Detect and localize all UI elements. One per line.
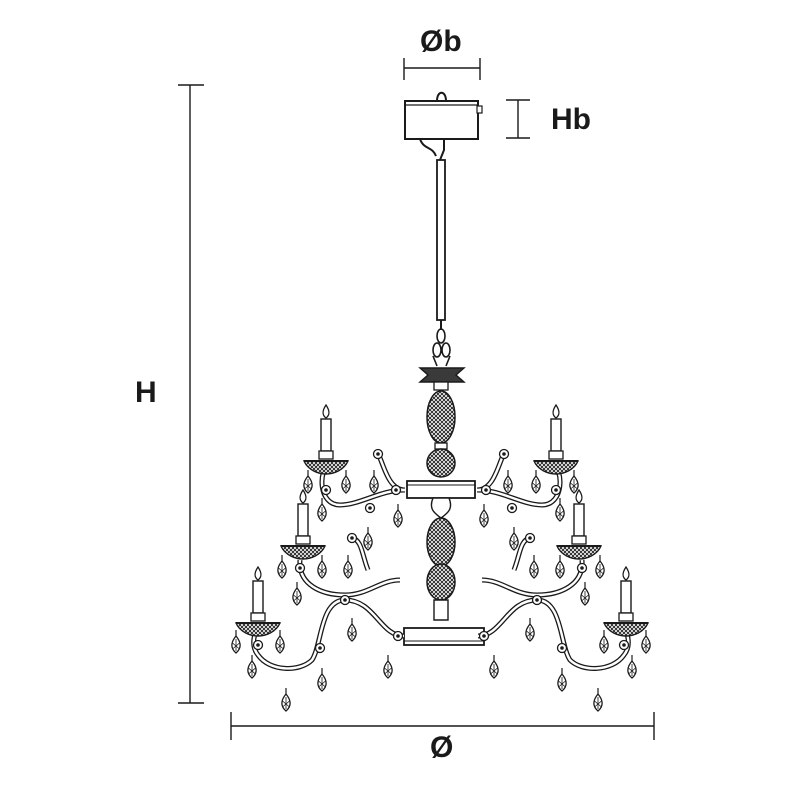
canopy-height-label: Hb bbox=[551, 103, 591, 136]
central-column bbox=[403, 367, 485, 646]
ceiling-canopy bbox=[404, 91, 483, 161]
diameter-label: Ø bbox=[430, 731, 454, 764]
dimension-lines bbox=[178, 58, 655, 740]
canopy-diameter-label: Øb bbox=[420, 25, 462, 58]
arms-upper-tier-inner bbox=[320, 457, 562, 507]
suspension-rod bbox=[432, 159, 451, 367]
arms-lower-tier-inner bbox=[252, 598, 630, 670]
total-height-label: H bbox=[135, 376, 157, 409]
